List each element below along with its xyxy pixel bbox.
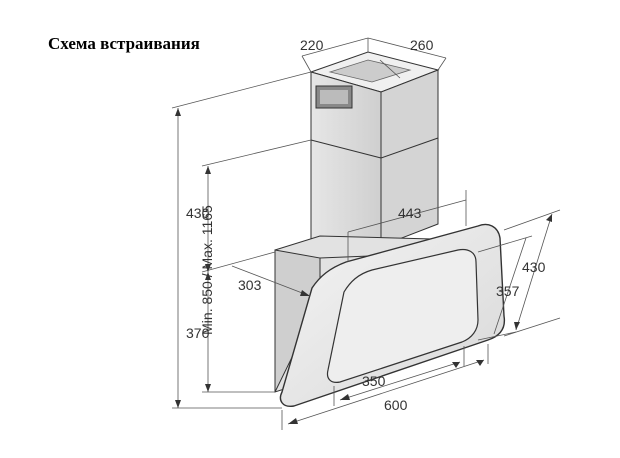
glass-panel — [279, 223, 506, 407]
dim-glass-inner: 357 — [496, 283, 520, 299]
dim-outlet-width: 443 — [398, 205, 422, 221]
chimney — [309, 51, 440, 247]
dim-chimney-depth: 220 — [300, 37, 324, 53]
dim-chimney-width: 260 — [410, 37, 434, 53]
dim-bottom-inner: 350 — [362, 373, 386, 389]
page-title: Схема встраивания — [48, 34, 200, 53]
dim-glass-height: 430 — [522, 259, 546, 275]
dimension-lines — [171, 37, 561, 430]
dim-total-height: Min. 850 / Max. 1165 — [199, 205, 215, 335]
dim-hood-depth: 303 — [238, 277, 262, 293]
dim-chimney-height: 430 — [186, 205, 210, 221]
dim-lower-height: 370 — [186, 325, 210, 341]
dim-bottom-width: 600 — [384, 397, 408, 413]
